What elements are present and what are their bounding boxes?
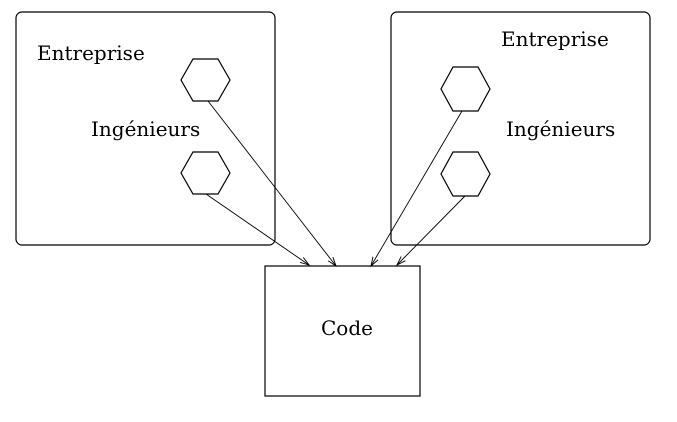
right-engineer-bottom-icon	[440, 151, 491, 197]
left-company-frame	[15, 11, 276, 246]
right-company-box: Entreprise Ingénieurs	[390, 11, 651, 246]
right-company-frame	[390, 11, 651, 246]
left-company-box: Entreprise Ingénieurs	[15, 11, 276, 246]
code-frame	[264, 265, 421, 397]
left-engineer-top-icon	[180, 58, 231, 102]
right-company-label: Entreprise	[501, 27, 609, 51]
code-label: Code	[321, 316, 373, 340]
arrow-right-bottom-to-code	[397, 195, 466, 265]
left-company-label: Entreprise	[37, 41, 145, 65]
arrow-left-top-to-code	[207, 100, 336, 266]
arrow-right-top-to-code	[371, 110, 463, 266]
arrow-left-bottom-to-code	[205, 193, 309, 265]
code-box: Code	[264, 265, 421, 397]
left-engineers-label: Ingénieurs	[91, 117, 200, 141]
right-engineer-top-icon	[440, 66, 491, 112]
right-engineers-label: Ingénieurs	[506, 117, 615, 141]
left-engineer-bottom-icon	[180, 151, 231, 195]
